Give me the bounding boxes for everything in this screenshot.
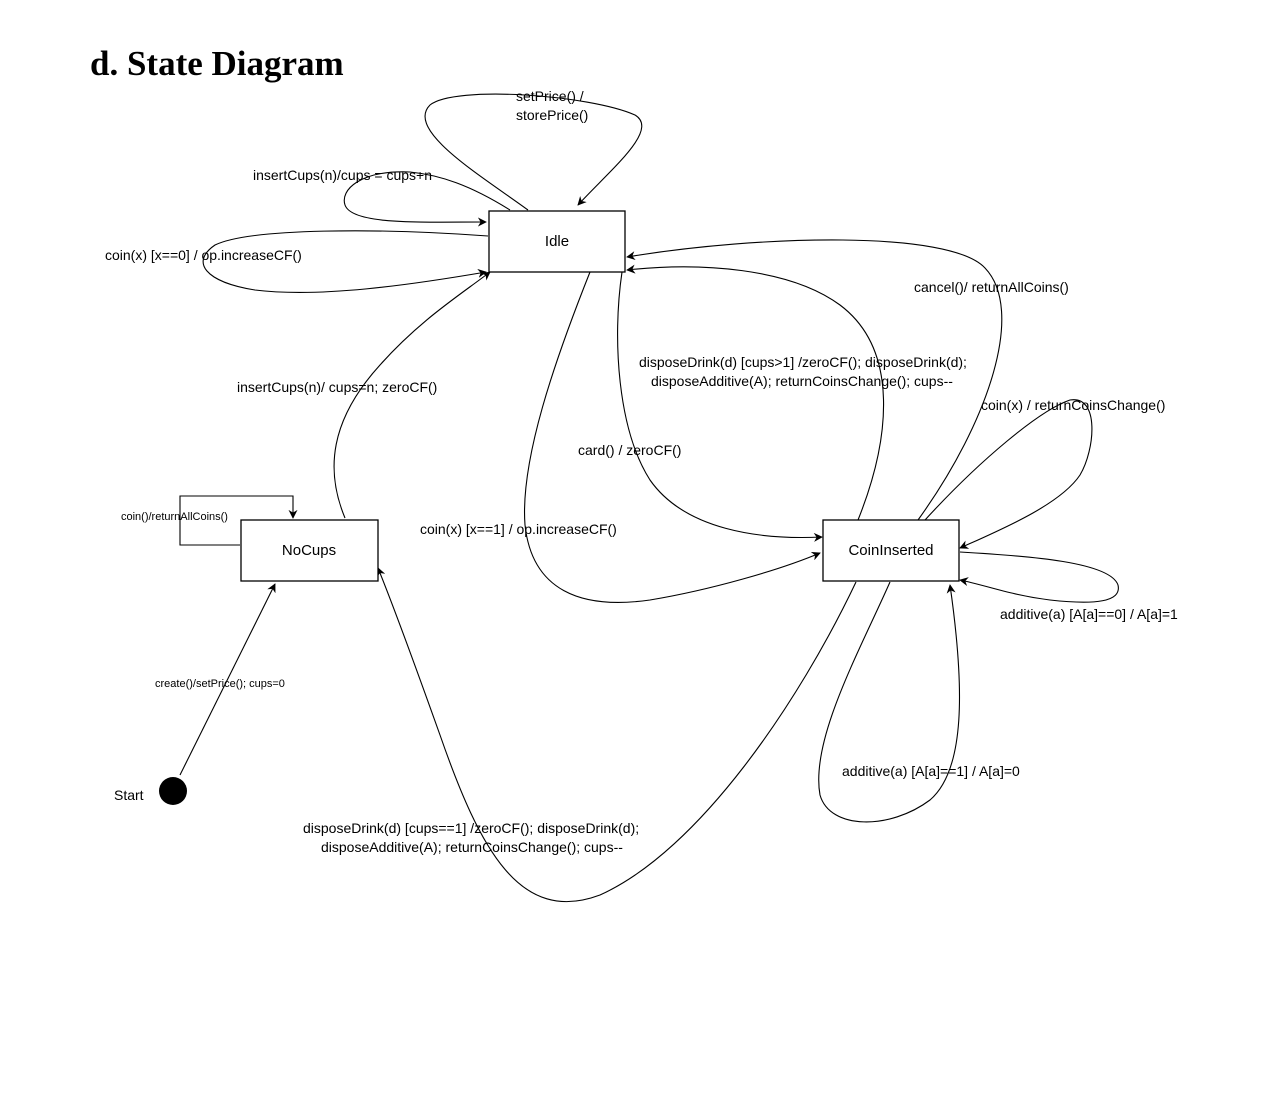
state-idle: Idle	[488, 210, 626, 273]
start-label: Start	[114, 787, 144, 803]
edge-additive-unset-loop	[818, 581, 961, 823]
edge-start-to-nocups	[179, 583, 276, 776]
label-card: card() / zeroCF()	[578, 442, 681, 458]
edge-coin-zero-loop	[202, 230, 489, 293]
label-create: create()/setPrice(); cups=0	[155, 678, 285, 690]
label-insert-cups-nocups: insertCups(n)/ cups=n; zeroCF()	[237, 379, 437, 395]
state-nocups: NoCups	[240, 519, 379, 582]
label-set-price-line1: setPrice() /	[516, 88, 584, 104]
label-additive-unset: additive(a) [A[a]==1] / A[a]=0	[842, 763, 1020, 779]
start-node	[159, 777, 187, 805]
edge-insertcups-loop	[343, 171, 511, 227]
state-coininserted-label: CoinInserted	[848, 542, 933, 559]
edge-additive-set-loop	[959, 551, 1119, 603]
edge-coininserted-to-idle-cancel	[626, 239, 1003, 521]
label-dispose-last-line1: disposeDrink(d) [cups==1] /zeroCF(); dis…	[303, 820, 639, 836]
label-coin-nocups: coin()/returnAllCoins()	[121, 511, 228, 523]
edge-idle-to-coininserted-coin	[523, 271, 821, 603]
label-insert-cups-idle: insertCups(n)/cups = cups+n	[253, 167, 432, 183]
label-cancel: cancel()/ returnAllCoins()	[914, 279, 1069, 295]
edge-coininserted-to-idle-dispose	[626, 264, 885, 521]
label-dispose-multi-line2: disposeAdditive(A); returnCoinsChange();…	[651, 373, 953, 389]
label-coin-zero: coin(x) [x==0] / op.increaseCF()	[105, 247, 302, 263]
edge-nocups-to-idle	[333, 271, 491, 519]
edge-idle-to-coininserted-card	[617, 271, 823, 542]
state-nocups-label: NoCups	[282, 542, 336, 559]
label-dispose-last-line2: disposeAdditive(A); returnCoinsChange();…	[321, 839, 623, 855]
label-dispose-multi-line1: disposeDrink(d) [cups>1] /zeroCF(); disp…	[639, 354, 967, 370]
label-coin-return-change: coin(x) / returnCoinsChange()	[981, 397, 1165, 413]
edge-nocups-coin-loop	[179, 495, 298, 546]
edge-setprice-loop	[424, 93, 643, 211]
label-additive-set: additive(a) [A[a]==0] / A[a]=1	[1000, 606, 1178, 622]
state-idle-label: Idle	[545, 233, 569, 250]
label-set-price-line2: storePrice()	[516, 107, 588, 123]
edge-coininserted-to-nocups	[376, 567, 857, 903]
edge-coin-return-change-loop	[924, 399, 1093, 549]
diagram-heading: d. State Diagram	[90, 44, 344, 83]
label-coin-one: coin(x) [x==1] / op.increaseCF()	[420, 521, 617, 537]
state-coininserted: CoinInserted	[822, 519, 960, 582]
